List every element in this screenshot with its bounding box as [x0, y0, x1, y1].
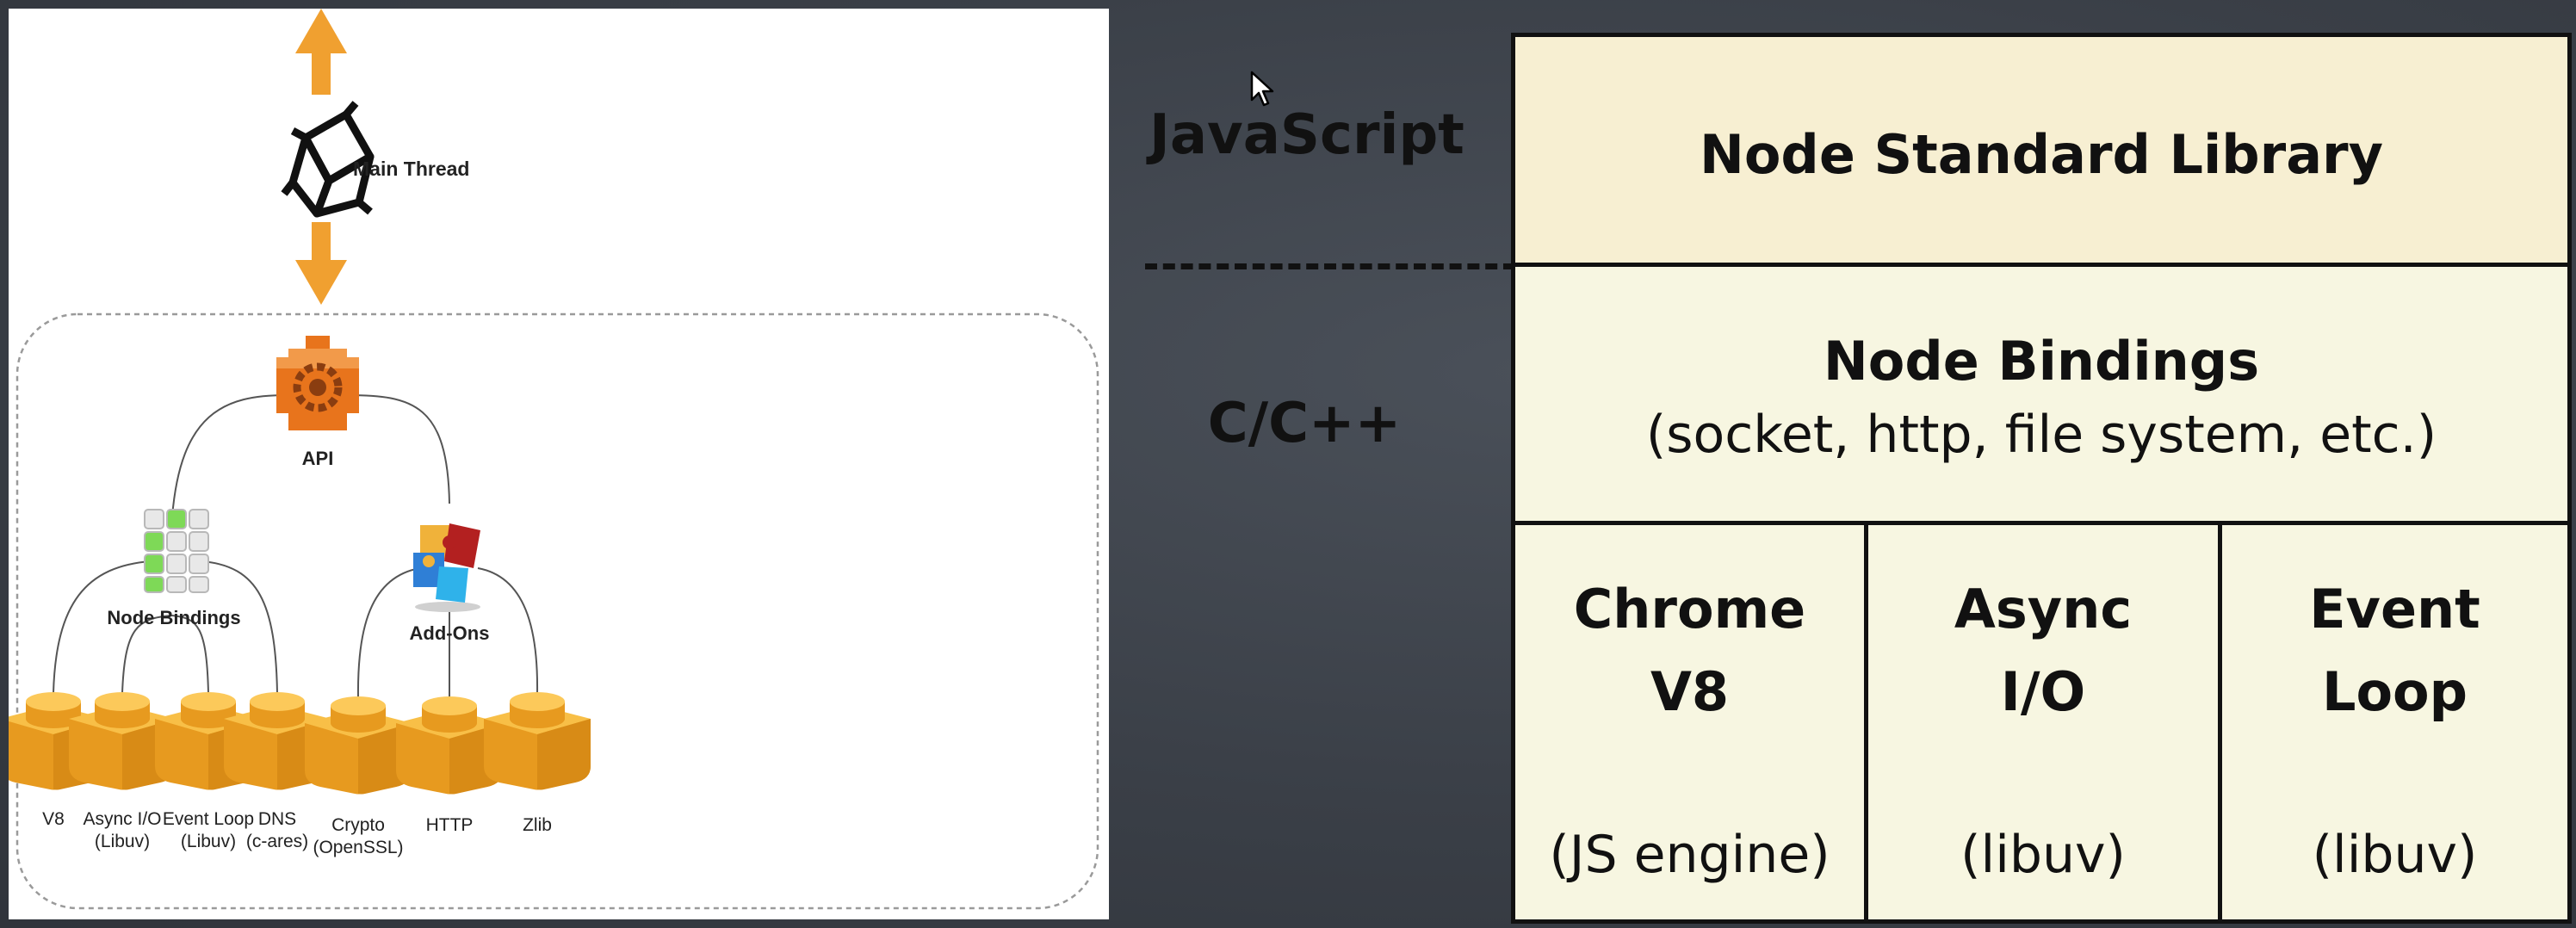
- block-sublabel-dns: (c-ares): [246, 832, 308, 851]
- diagram-canvas: Main Thread API: [9, 9, 1099, 910]
- connector-lines: [53, 394, 539, 698]
- cursor-icon: [1250, 71, 1274, 107]
- async-io-box: Async I/O (libuv): [1864, 521, 2222, 924]
- api-label: API: [302, 448, 334, 469]
- block-label-v8: V8: [42, 809, 65, 829]
- block-label-dns: DNS: [258, 809, 296, 829]
- node-standard-library-box: Node Standard Library: [1511, 33, 2572, 267]
- loop-title-line1: Event: [2309, 578, 2480, 640]
- arrow-up-icon: [295, 9, 347, 95]
- javascript-layer-label: JavaScript: [1149, 103, 1464, 167]
- async-title-line2: I/O: [2000, 660, 2086, 723]
- lego-block-icon: [484, 692, 591, 790]
- grid-icon: [144, 509, 209, 593]
- block-label-http: HTTP: [426, 815, 474, 835]
- cpp-layer-label: C/C++: [1207, 392, 1402, 455]
- cube-icon: [281, 101, 375, 218]
- v8-title-line1: Chrome: [1573, 578, 1806, 640]
- v8-title-line2: V8: [1650, 660, 1730, 723]
- block-label-event-loop: Event Loop: [163, 809, 254, 829]
- block-sublabel-crypto: (OpenSSL): [313, 838, 403, 857]
- block-label-async-io: Async I/O: [83, 809, 161, 829]
- node-bindings-label: Node Bindings: [107, 607, 240, 628]
- node-bindings-box: Node Bindings (socket, http, file system…: [1511, 263, 2572, 525]
- async-subtitle: (libuv): [1960, 825, 2126, 885]
- block-label-zlib: Zlib: [523, 815, 552, 835]
- puzzle-icon: [413, 523, 480, 612]
- architecture-diagram: Main Thread API: [9, 9, 1109, 919]
- async-title-line1: Async: [1954, 578, 2133, 640]
- bindings-title: Node Bindings: [1823, 330, 2260, 393]
- block-sublabel-event-loop: (Libuv): [181, 832, 236, 851]
- loop-title-line2: Loop: [2321, 660, 2468, 723]
- v8-subtitle: (JS engine): [1549, 825, 1830, 885]
- main-thread-label: Main Thread: [353, 158, 469, 180]
- loop-subtitle: (libuv): [2312, 825, 2478, 885]
- lego-block-icon: [305, 696, 412, 795]
- add-ons-label: Add-Ons: [410, 622, 490, 644]
- bindings-subtitle: (socket, http, file system, etc.): [1645, 405, 2437, 465]
- runtime-boundary: [15, 312, 1099, 910]
- layer-divider: [1145, 263, 1515, 269]
- event-loop-box: Event Loop (libuv): [2218, 521, 2572, 924]
- arrow-down-icon: [295, 222, 347, 305]
- gear-icon: [276, 336, 359, 430]
- chrome-v8-box: Chrome V8 (JS engine): [1511, 521, 1868, 924]
- block-label-crypto: Crypto: [331, 815, 385, 835]
- stdlib-title: Node Standard Library: [1699, 123, 2384, 186]
- block-sublabel-async-io: (Libuv): [95, 832, 150, 851]
